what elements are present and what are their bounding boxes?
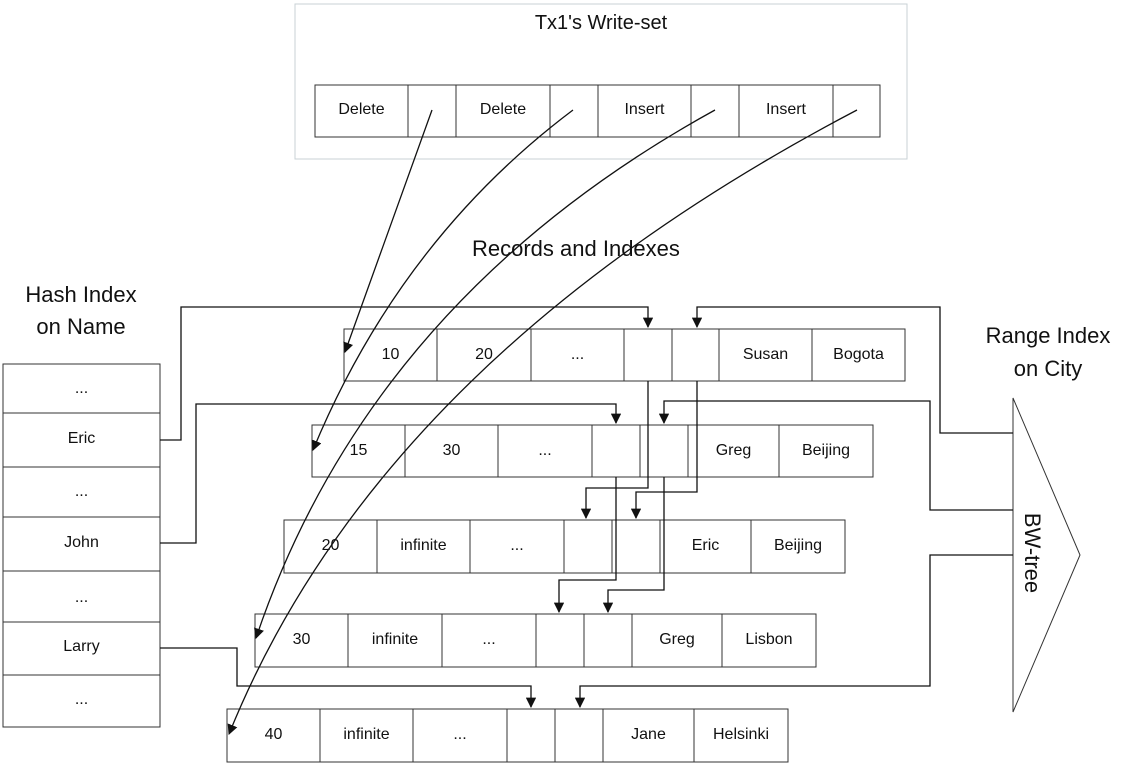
record-3-end: infinite (400, 537, 447, 554)
hash-bucket-4: John (64, 534, 99, 551)
record-3-payload: ... (510, 537, 524, 554)
hash-bucket-3: ... (74, 483, 89, 500)
record-5-end: infinite (343, 726, 390, 743)
records-title: Records and Indexes (472, 236, 680, 261)
write-set-op-1: Delete (338, 101, 385, 118)
record-row-4-cells (254, 613, 817, 668)
write-set-pointers (227, 109, 858, 735)
record-1-end: 20 (475, 346, 493, 363)
record-3-begin: 20 (321, 537, 340, 554)
write-set-op-2: Delete (479, 101, 527, 118)
record-row-5-cells (226, 708, 789, 763)
hash-index-pointers (160, 306, 654, 709)
record-4-begin: 30 (292, 631, 311, 648)
record-4-end: infinite (371, 631, 419, 648)
record-2-name: Greg (715, 442, 752, 459)
bw-tree-label: BW-tree (1020, 512, 1045, 594)
hash-index-title-1: Hash Index (25, 282, 137, 307)
record-4-city: Lisbon (745, 631, 793, 648)
hash-index-column (2, 363, 161, 728)
write-set-title: Tx1's Write-set (534, 12, 668, 34)
range-index-title-2: on City (1013, 356, 1083, 381)
hash-bucket-2: Eric (67, 430, 96, 447)
hash-bucket-6: Larry (63, 638, 100, 655)
write-set-op-4: Insert (765, 101, 806, 118)
record-row-2-cells (311, 424, 874, 478)
record-3-city: Beijing (773, 537, 823, 554)
record-4-name: Greg (659, 631, 695, 648)
record-2-city: Beijing (801, 442, 851, 459)
record-5-begin: 40 (264, 726, 283, 743)
range-index-title-1: Range Index (985, 323, 1111, 348)
record-5-name: Jane (631, 726, 666, 743)
record-3-name: Eric (691, 537, 720, 554)
record-2-payload: ... (538, 442, 552, 459)
record-5-payload: ... (453, 726, 467, 743)
record-1-begin: 10 (381, 346, 400, 363)
record-row-1-cells (343, 328, 906, 382)
hash-bucket-7: ... (74, 691, 89, 708)
record-2-end: 30 (442, 442, 461, 459)
write-set-row (314, 84, 881, 138)
hash-bucket-5: ... (74, 589, 89, 606)
record-2-begin: 15 (349, 442, 368, 459)
record-1-name: Susan (742, 346, 789, 363)
range-index-pointers (574, 306, 1013, 709)
record-1-city: Bogota (833, 346, 884, 363)
hash-bucket-1: ... (74, 380, 89, 397)
record-4-payload: ... (482, 631, 496, 648)
record-1-payload: ... (570, 346, 585, 363)
record-5-city: Helsinki (712, 726, 769, 743)
write-set-op-3: Insert (624, 101, 665, 118)
hash-index-title-2: on Name (36, 314, 126, 339)
